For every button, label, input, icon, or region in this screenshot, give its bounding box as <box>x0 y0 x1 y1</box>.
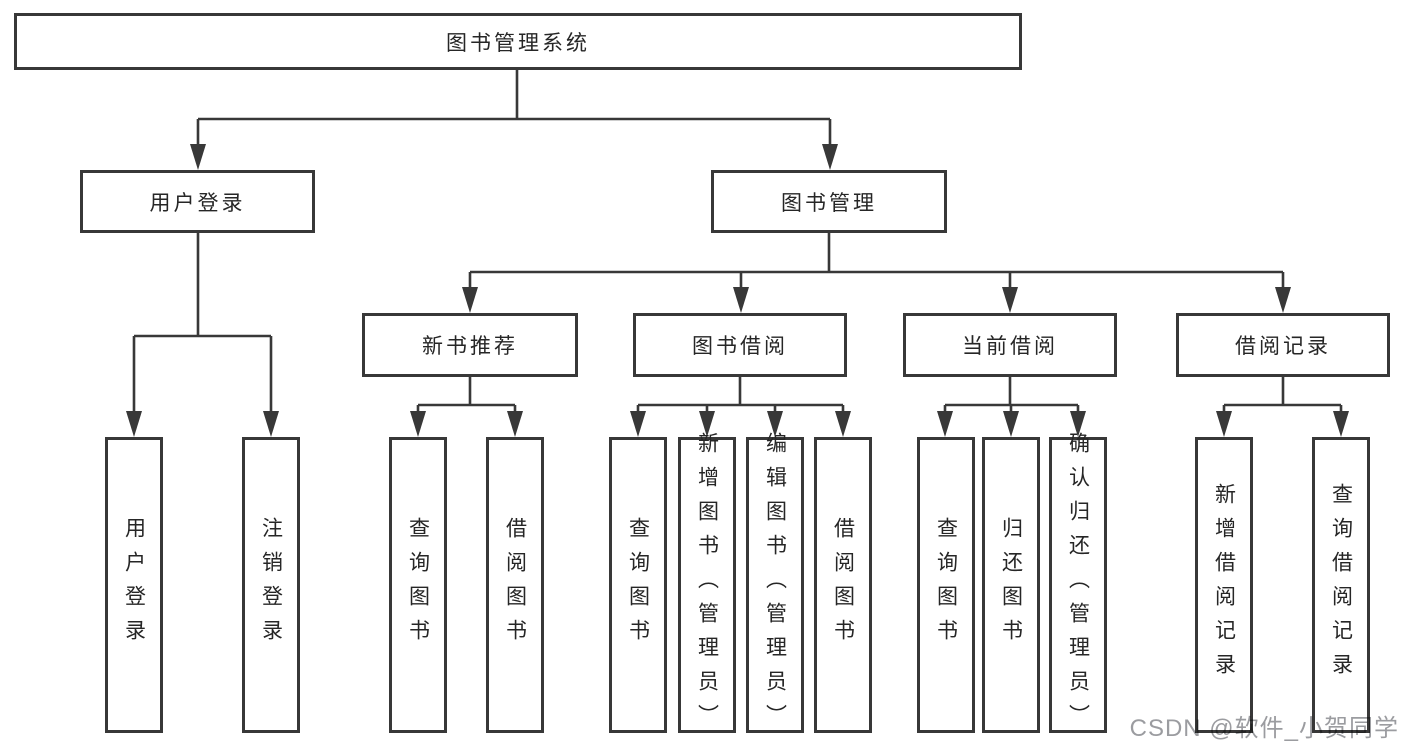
node-book-borrow: 图书借阅 <box>633 313 847 377</box>
leaf-confirm-return-admin-label: 确认归还（管理员） <box>1066 432 1090 738</box>
leaf-borrow-books: 借阅图书 <box>486 437 544 733</box>
node-new-book-recommend: 新书推荐 <box>362 313 578 377</box>
node-borrow-records: 借阅记录 <box>1176 313 1390 377</box>
leaf-return-books: 归还图书 <box>982 437 1040 733</box>
leaf-borrow-books-label: 借阅图书 <box>503 517 527 653</box>
node-current-borrow: 当前借阅 <box>903 313 1117 377</box>
leaf-edit-books-admin-label: 编辑图书（管理员） <box>763 432 787 738</box>
leaf-logout-label: 注销登录 <box>259 517 283 653</box>
leaf-query-books-2-label: 查询图书 <box>626 517 650 653</box>
leaf-user-login-label: 用户登录 <box>122 517 146 653</box>
node-library-system: 图书管理系统 <box>14 13 1022 70</box>
node-book-borrow-label: 图书借阅 <box>692 335 788 358</box>
leaf-query-books-label: 查询图书 <box>406 517 430 653</box>
node-user-login: 用户登录 <box>80 170 315 233</box>
leaf-edit-books-admin: 编辑图书（管理员） <box>746 432 804 738</box>
leaf-add-books-admin-label: 新增图书（管理员） <box>695 432 719 738</box>
leaf-query-borrow-record-label: 查询借阅记录 <box>1329 483 1353 687</box>
leaf-logout: 注销登录 <box>242 437 300 733</box>
leaf-query-books-2: 查询图书 <box>609 437 667 733</box>
leaf-return-books-label: 归还图书 <box>999 517 1023 653</box>
node-library-system-label: 图书管理系统 <box>446 31 590 55</box>
node-current-borrow-label: 当前借阅 <box>962 335 1058 358</box>
leaf-query-books: 查询图书 <box>389 437 447 733</box>
node-book-management-label: 图书管理 <box>781 191 877 215</box>
csdn-watermark: CSDN @软件_小贺同学 <box>1129 715 1399 742</box>
leaf-query-borrow-record: 查询借阅记录 <box>1312 437 1370 733</box>
leaf-query-books-3: 查询图书 <box>917 437 975 733</box>
leaf-user-login: 用户登录 <box>105 437 163 733</box>
node-book-management: 图书管理 <box>711 170 947 233</box>
leaf-borrow-books-2-label: 借阅图书 <box>831 517 855 653</box>
leaf-add-borrow-record-label: 新增借阅记录 <box>1212 483 1236 687</box>
node-borrow-records-label: 借阅记录 <box>1235 335 1331 358</box>
node-user-login-label: 用户登录 <box>149 191 246 215</box>
leaf-confirm-return-admin: 确认归还（管理员） <box>1049 432 1107 738</box>
node-new-book-recommend-label: 新书推荐 <box>422 335 518 358</box>
leaf-query-books-3-label: 查询图书 <box>934 517 958 653</box>
leaf-add-borrow-record: 新增借阅记录 <box>1195 437 1253 733</box>
leaf-borrow-books-2: 借阅图书 <box>814 437 872 733</box>
leaf-add-books-admin: 新增图书（管理员） <box>678 432 736 738</box>
